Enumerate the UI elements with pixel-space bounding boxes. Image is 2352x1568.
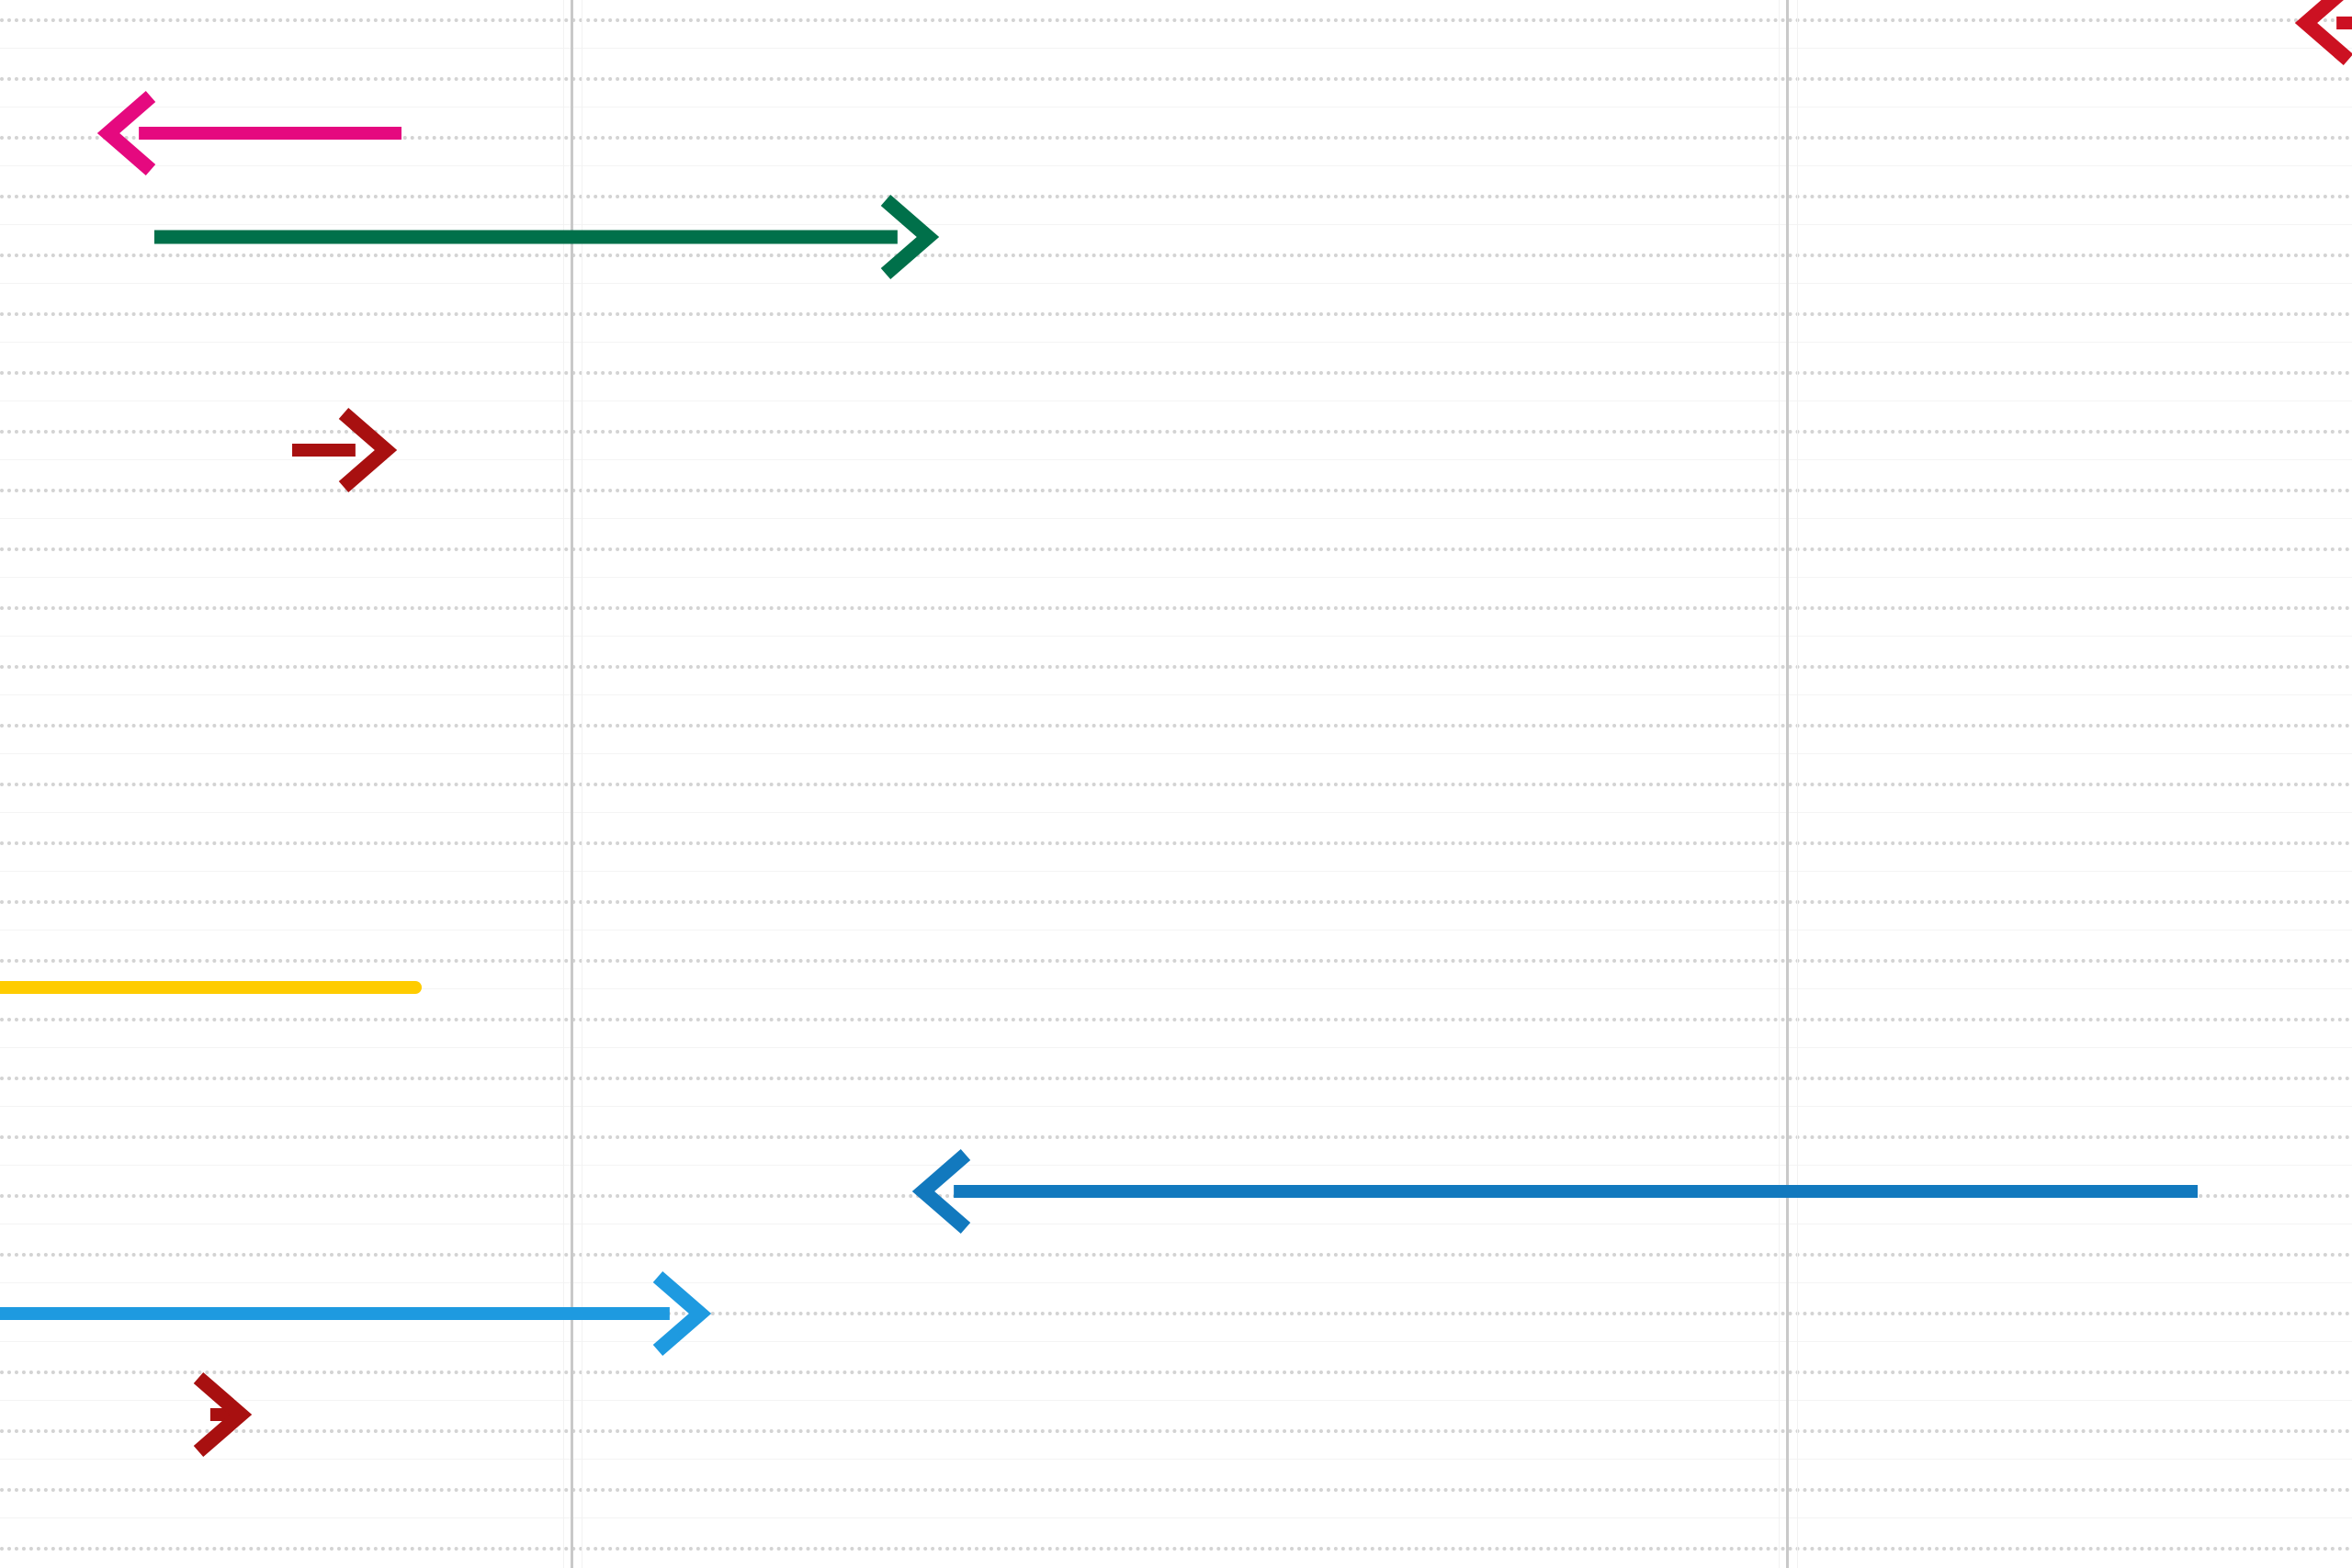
gridline-horizontal-dotted <box>0 1429 2352 1433</box>
gridline-horizontal-faint <box>0 988 2352 989</box>
gridline-horizontal-dotted <box>0 1135 2352 1139</box>
gridline-horizontal-dotted <box>0 312 2352 316</box>
gridline-horizontal-faint <box>0 812 2352 813</box>
gridline-horizontal-faint <box>0 753 2352 754</box>
gridline-horizontal-dotted <box>0 1253 2352 1257</box>
gridline-horizontal-faint <box>0 930 2352 931</box>
gridline-horizontal-faint <box>0 518 2352 519</box>
gridline-horizontal-dotted <box>0 841 2352 845</box>
gridline-horizontal-dotted <box>0 1018 2352 1021</box>
gridline-horizontal-faint <box>0 224 2352 225</box>
gridline-horizontal-faint <box>0 1106 2352 1107</box>
gridline-horizontal-faint <box>0 1400 2352 1401</box>
gridline-horizontal-dotted <box>0 783 2352 786</box>
gridline-horizontal-faint <box>0 400 2352 401</box>
gridline-horizontal-faint <box>0 1341 2352 1342</box>
gridline-horizontal-dotted <box>0 489 2352 492</box>
gridline-vertical <box>571 0 573 1568</box>
gridline-horizontal-dotted <box>0 959 2352 963</box>
gridline-horizontal-faint <box>0 577 2352 578</box>
gridline-horizontal-dotted <box>0 136 2352 140</box>
gridline-horizontal-dotted <box>0 195 2352 198</box>
gridline-horizontal-dotted <box>0 665 2352 669</box>
gridline-horizontal-faint <box>0 459 2352 460</box>
gridline-horizontal-faint <box>0 1282 2352 1283</box>
gridline-horizontal-dotted <box>0 900 2352 904</box>
gridline-horizontal-faint <box>0 165 2352 166</box>
gridline-vertical-faint <box>563 0 564 1568</box>
gridline-horizontal-dotted <box>0 1371 2352 1374</box>
gridline-horizontal-dotted <box>0 1077 2352 1080</box>
gridline-horizontal-dotted <box>0 1488 2352 1492</box>
gridline-horizontal-faint <box>0 636 2352 637</box>
gridline-vertical <box>1786 0 1789 1568</box>
gridline-horizontal-faint <box>0 1047 2352 1048</box>
gridline-horizontal-faint <box>0 283 2352 284</box>
gridline-horizontal-dotted <box>0 1194 2352 1198</box>
gridline-horizontal-faint <box>0 871 2352 872</box>
gridline-horizontal-dotted <box>0 724 2352 728</box>
gridline-horizontal-dotted <box>0 1547 2352 1551</box>
gridline-horizontal-faint <box>0 1165 2352 1166</box>
gridline-horizontal-dotted <box>0 606 2352 610</box>
gridline-horizontal-dotted <box>0 254 2352 257</box>
gridline-vertical-faint <box>1797 0 1798 1568</box>
gridline-horizontal-faint <box>0 694 2352 695</box>
gridline-horizontal-dotted <box>0 430 2352 434</box>
gridline-horizontal-dotted <box>0 547 2352 551</box>
gridline-horizontal-dotted <box>0 18 2352 22</box>
gridline-horizontal-faint <box>0 48 2352 49</box>
gridline-horizontal-faint <box>0 1459 2352 1460</box>
gridline-horizontal-dotted <box>0 1312 2352 1315</box>
gridline-horizontal-faint <box>0 342 2352 343</box>
gridline-horizontal-faint <box>0 1517 2352 1518</box>
gridline-vertical-faint <box>1779 0 1780 1568</box>
gridline-horizontal-dotted <box>0 77 2352 81</box>
gridline-horizontal-dotted <box>0 371 2352 375</box>
